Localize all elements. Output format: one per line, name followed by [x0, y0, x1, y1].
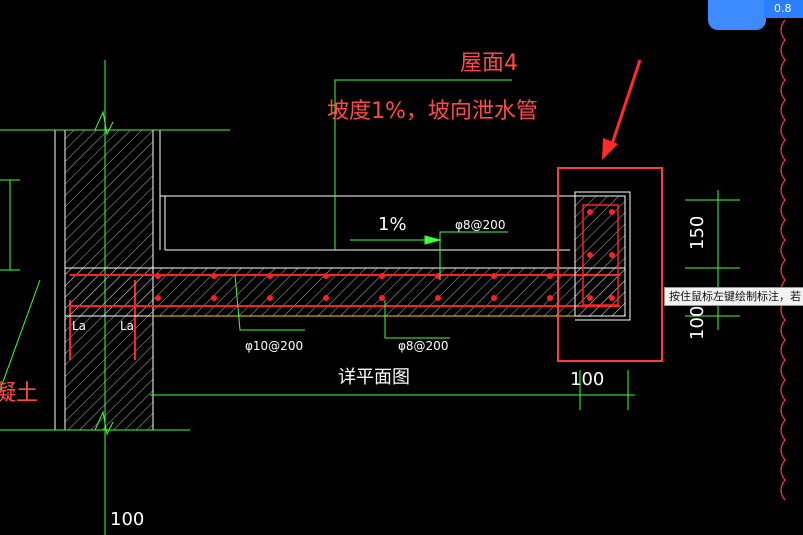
dimension-150: 150 [687, 216, 708, 250]
rebar-mid-label: φ8@200 [398, 339, 448, 353]
app-logo-badge[interactable] [708, 0, 766, 30]
dimension-100-vertical: 100 [687, 306, 708, 340]
rebar-left-label: φ10@200 [245, 339, 303, 353]
rebar-dots [155, 273, 553, 301]
status-tooltip: 按住鼠标左键绘制标注，若 [664, 287, 803, 306]
dimension-lines [0, 179, 740, 410]
rebar-top-label: φ8@200 [455, 218, 505, 232]
parapet-detail [574, 191, 631, 321]
pointer-arrow [602, 59, 642, 160]
version-badge[interactable]: 0.8 [764, 0, 803, 18]
leader-lines [0, 79, 512, 391]
la-label-2: La [120, 319, 134, 333]
dimension-100-left: 100 [110, 509, 144, 530]
highlight-box [557, 167, 663, 362]
roof-title: 屋面4 [460, 51, 518, 76]
la-label-1: La [72, 319, 86, 333]
slope-label: 1% [378, 214, 407, 235]
left-partial-label: 凝土 [0, 381, 38, 406]
roof-description: 坡度1%，坡向泄水管 [327, 99, 538, 124]
dimension-100-right: 100 [570, 369, 604, 390]
revision-cloud-border [780, 19, 786, 501]
plan-label: 详平面图 [338, 367, 410, 388]
